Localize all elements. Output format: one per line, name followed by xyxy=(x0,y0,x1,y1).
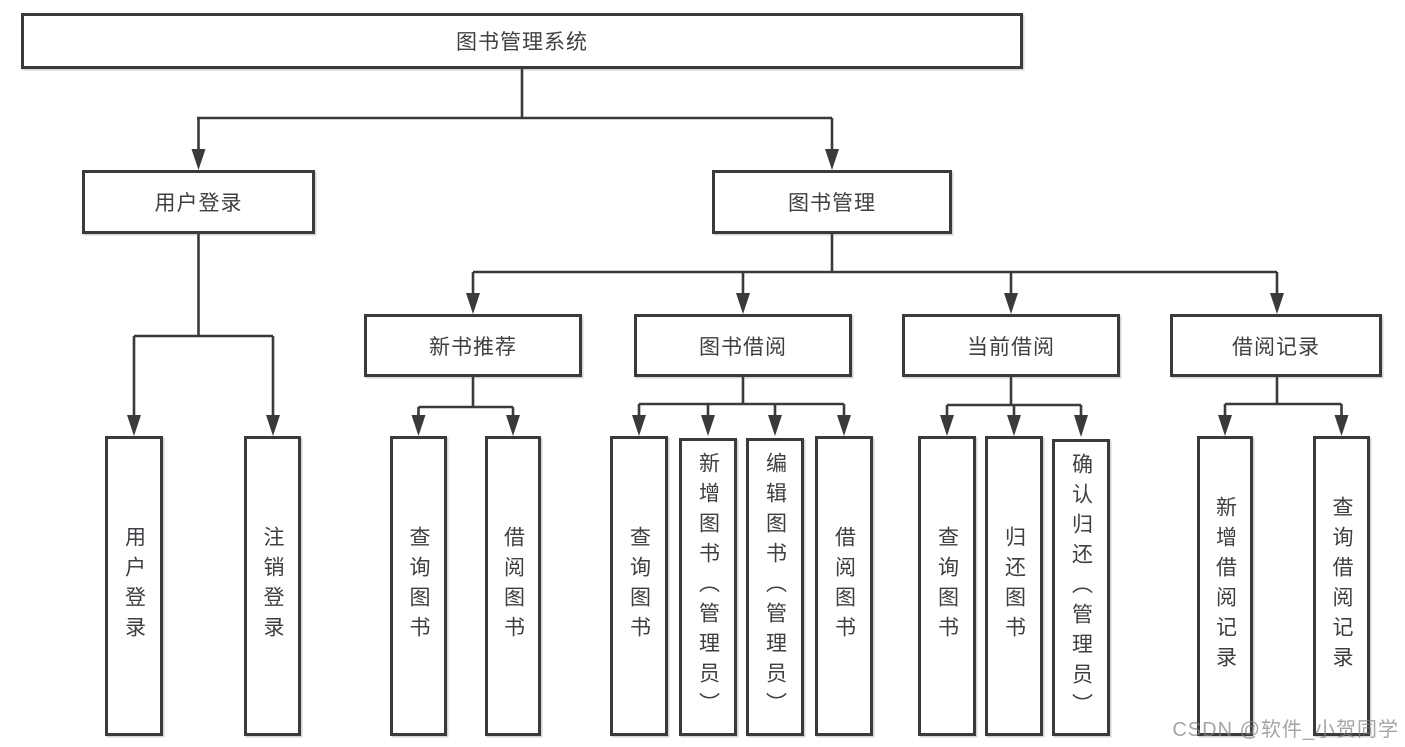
node-library-system: 图书管理系统 xyxy=(21,13,1023,69)
node-current-borrowing: 当前借阅 xyxy=(902,314,1120,377)
arrow-to-leaf-bb-query xyxy=(632,415,646,436)
leaf-newbook-borrow-books-label: 借阅图书 xyxy=(501,526,525,646)
node-book-management-label: 图书管理 xyxy=(788,192,876,215)
leaf-current-return-books-label: 归还图书 xyxy=(1002,526,1026,646)
node-book-borrowing-label: 图书借阅 xyxy=(699,335,787,359)
leaf-newbook-borrow-books: 借阅图书 xyxy=(485,436,541,736)
leaf-records-query-record: 查询借阅记录 xyxy=(1313,436,1370,736)
leaf-newbook-query-books-label: 查询图书 xyxy=(407,526,430,646)
arrow-to-leaf-cb-return xyxy=(1007,415,1021,436)
node-library-system-label: 图书管理系统 xyxy=(456,31,588,54)
leaf-logout-label: 注销登录 xyxy=(261,526,284,646)
leaf-records-query-record-label: 查询借阅记录 xyxy=(1330,496,1353,676)
csdn-watermark: CSDN @软件_小贺同学 xyxy=(1172,719,1399,741)
arrowheads xyxy=(127,149,1349,437)
connector-branch-borrowing xyxy=(637,402,846,417)
leaf-borrowing-query-books-label: 查询图书 xyxy=(627,526,651,646)
leaf-logout: 注销登录 xyxy=(244,436,301,736)
leaf-current-return-books: 归还图书 xyxy=(985,436,1043,736)
leaf-newbook-query-books: 查询图书 xyxy=(390,436,447,736)
arrow-to-leaf-bb-edit xyxy=(768,415,782,436)
arrow-to-leaf-bb-borrow xyxy=(837,415,851,436)
leaf-borrowing-borrow-books-label: 借阅图书 xyxy=(832,526,856,646)
arrow-to-leaf-nb-query xyxy=(411,415,426,436)
connector-branch-userlogin xyxy=(132,334,275,417)
arrow-to-leaf-bb-add xyxy=(701,415,715,436)
node-new-book-recommend-label: 新书推荐 xyxy=(429,335,517,359)
leaf-borrowing-query-books: 查询图书 xyxy=(610,436,668,736)
arrow-to-borrowing-records xyxy=(1270,293,1284,314)
arrow-to-leaf-br-query xyxy=(1334,415,1349,436)
connector-branch-current xyxy=(945,403,1083,417)
arrow-to-leaf-br-add xyxy=(1218,415,1232,436)
arrow-to-leaf-cb-confirm xyxy=(1074,415,1088,437)
leaf-current-query-books: 查询图书 xyxy=(918,436,976,736)
node-borrowing-records: 借阅记录 xyxy=(1170,314,1382,377)
arrow-to-book-management xyxy=(825,149,839,170)
connector-branch-newbook xyxy=(417,405,515,417)
leaf-records-add-record: 新增借阅记录 xyxy=(1197,436,1253,736)
arrow-to-leaf-cb-query xyxy=(940,415,954,436)
leaf-current-query-books-label: 查询图书 xyxy=(935,526,959,646)
connector-branch-records xyxy=(1223,402,1343,417)
arrow-to-current-borrowing xyxy=(1004,293,1018,314)
leaf-borrowing-edit-books-admin-label: 编辑图书（管理员） xyxy=(763,452,787,722)
arrow-to-user-login xyxy=(191,149,206,170)
node-book-borrowing: 图书借阅 xyxy=(634,314,852,377)
arrow-to-leaf-login xyxy=(127,415,141,436)
connector-branch-level2 xyxy=(197,116,834,152)
leaf-user-login-label: 用户登录 xyxy=(122,526,146,646)
leaf-borrowing-borrow-books: 借阅图书 xyxy=(815,436,873,736)
arrow-to-leaf-nb-borrow xyxy=(506,415,520,436)
node-current-borrowing-label: 当前借阅 xyxy=(967,335,1055,359)
arrow-to-new-book xyxy=(466,293,480,314)
node-borrowing-records-label: 借阅记录 xyxy=(1232,335,1320,359)
leaf-current-confirm-return-admin: 确认归还（管理员） xyxy=(1052,439,1110,736)
arrow-to-leaf-logout xyxy=(266,415,280,436)
connector-branch-level3 xyxy=(471,270,1279,296)
leaf-records-add-record-label: 新增借阅记录 xyxy=(1213,496,1237,676)
leaf-borrowing-edit-books-admin: 编辑图书（管理员） xyxy=(746,438,804,736)
leaf-borrowing-add-books-admin-label: 新增图书（管理员） xyxy=(696,452,720,722)
leaf-user-login: 用户登录 xyxy=(105,436,163,736)
leaf-borrowing-add-books-admin: 新增图书（管理员） xyxy=(679,438,737,736)
node-user-login: 用户登录 xyxy=(82,170,315,234)
node-book-management: 图书管理 xyxy=(712,170,952,234)
leaf-current-confirm-return-admin-label: 确认归还（管理员） xyxy=(1069,452,1093,723)
node-new-book-recommend: 新书推荐 xyxy=(364,314,582,377)
arrow-to-book-borrowing xyxy=(736,293,750,314)
node-user-login-label: 用户登录 xyxy=(154,192,243,215)
